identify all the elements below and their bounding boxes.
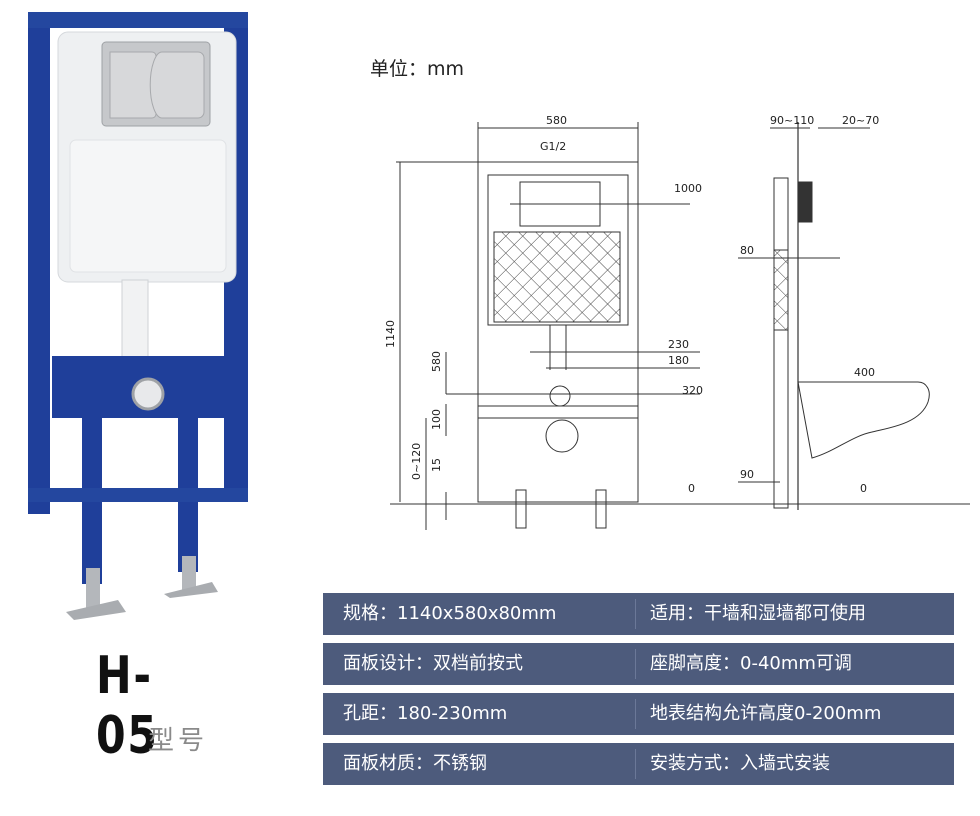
side-flush-plate	[797, 181, 813, 223]
spec-foot-height: 座脚高度：0-40mm可调	[650, 653, 852, 674]
spec-row: 规格：1140x580x80mm 适用：干墙和湿墙都可使用	[323, 593, 954, 635]
front-inlet	[549, 385, 571, 407]
frame-left-upright	[28, 14, 50, 514]
product-image	[18, 8, 268, 628]
spec-divider	[635, 749, 636, 779]
front-frame	[477, 161, 639, 503]
dim-20-70-label: 20~70	[842, 114, 879, 127]
dim-1140-label: 1140	[384, 320, 397, 348]
spec-divider	[635, 599, 636, 629]
flush-button-small	[109, 51, 157, 119]
spec-floor-height: 地表结构允许高度0-200mm	[650, 703, 882, 724]
model-code: H-05	[96, 646, 159, 766]
spec-divider	[635, 649, 636, 679]
side-tank-hatch	[773, 249, 789, 331]
spec-panel-design: 面板设计：双档前按式	[343, 653, 523, 674]
dim-15-label: 15	[430, 458, 443, 472]
dim-0-120-label: 0~120	[410, 443, 423, 480]
side-frame	[773, 177, 789, 509]
front-foot-left	[515, 489, 527, 529]
spec-application: 适用：干墙和湿墙都可使用	[650, 603, 866, 624]
dim-100-label: 100	[430, 409, 443, 430]
front-tank	[487, 174, 629, 326]
spec-row: 面板设计：双档前按式 座脚高度：0-40mm可调	[323, 643, 954, 685]
front-outlet	[545, 419, 579, 453]
foot-left-post	[86, 568, 100, 610]
spec-table: 规格：1140x580x80mm 适用：干墙和湿墙都可使用 面板设计：双档前按式…	[323, 593, 954, 793]
floor-zero-side-label: 0	[860, 482, 867, 495]
dim-90-label: 90	[740, 468, 754, 481]
foot-right-plate	[164, 582, 218, 598]
foot-right-post	[182, 556, 196, 592]
frame-top-bar	[28, 12, 248, 28]
dim-90-110-label: 90~110	[770, 114, 814, 127]
front-tank-hatch	[493, 231, 621, 323]
dim-400-label: 400	[854, 366, 875, 379]
foot-left-plate	[66, 600, 126, 620]
side-bowl	[797, 381, 930, 459]
cistern-lower-cover	[69, 139, 227, 273]
model-caption: 型号	[148, 726, 209, 756]
dim-g12-label: G1/2	[540, 140, 566, 153]
dim-180-label: 180	[668, 354, 689, 367]
flush-button-large	[149, 51, 205, 119]
spec-install-method: 安装方式：入墙式安装	[650, 753, 830, 774]
dim-80-label: 80	[740, 244, 754, 257]
spec-panel-material: 面板材质：不锈钢	[343, 753, 487, 774]
frame-bottom-bar	[28, 488, 248, 502]
unit-label: 单位：mm	[370, 58, 465, 80]
spec-row: 孔距：180-230mm 地表结构允许高度0-200mm	[323, 693, 954, 735]
front-foot-right	[595, 489, 607, 529]
floor-zero-front-label: 0	[688, 482, 695, 495]
dim-230-label: 230	[668, 338, 689, 351]
spec-divider	[635, 699, 636, 729]
spec-size: 规格：1140x580x80mm	[343, 603, 557, 624]
spec-hole-distance: 孔距：180-230mm	[343, 703, 508, 724]
dim-320-label: 320	[682, 384, 703, 397]
spec-row: 面板材质：不锈钢 安装方式：入墙式安装	[323, 743, 954, 785]
drain-outlet	[131, 377, 165, 411]
dim-580-vert-label: 580	[430, 351, 443, 372]
technical-drawing: 580 G1/2 1000 1140 230 180 320 580 100 0…	[384, 114, 970, 530]
dim-1000-label: 1000	[674, 182, 702, 195]
dim-580-label: 580	[546, 114, 567, 127]
